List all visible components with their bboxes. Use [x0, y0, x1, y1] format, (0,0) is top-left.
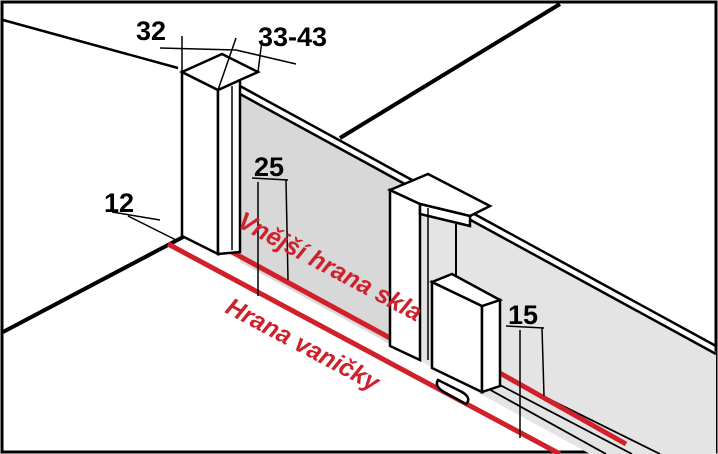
handle-side	[480, 298, 502, 394]
tub-edge-line	[166, 241, 562, 454]
floor-left-line	[2, 234, 186, 334]
door-profile	[386, 172, 493, 362]
dim-profile-width: 32	[136, 16, 166, 46]
wall-profile	[179, 52, 261, 257]
dim-offset-right: 15	[508, 300, 538, 330]
door-handle	[428, 272, 504, 394]
glass-top-edge	[239, 84, 717, 356]
door-profile-front	[388, 188, 422, 362]
wall-profile-top	[179, 52, 261, 92]
wall-right-top-line	[338, 2, 562, 140]
wall-profile-front	[180, 69, 220, 257]
wall-lines	[2, 2, 562, 334]
dim-offset-profile: 12	[104, 188, 134, 218]
roller	[435, 378, 470, 406]
door-profile-right	[418, 202, 472, 228]
glass-panel-back	[238, 92, 420, 360]
dim-offset-glass: 25	[254, 152, 284, 182]
handle-top	[428, 272, 504, 308]
door-profile-top	[386, 172, 493, 218]
wall-left-top-line	[2, 18, 179, 70]
dimension-lines	[111, 36, 545, 438]
dim-adjust-range: 33-43	[258, 22, 327, 52]
